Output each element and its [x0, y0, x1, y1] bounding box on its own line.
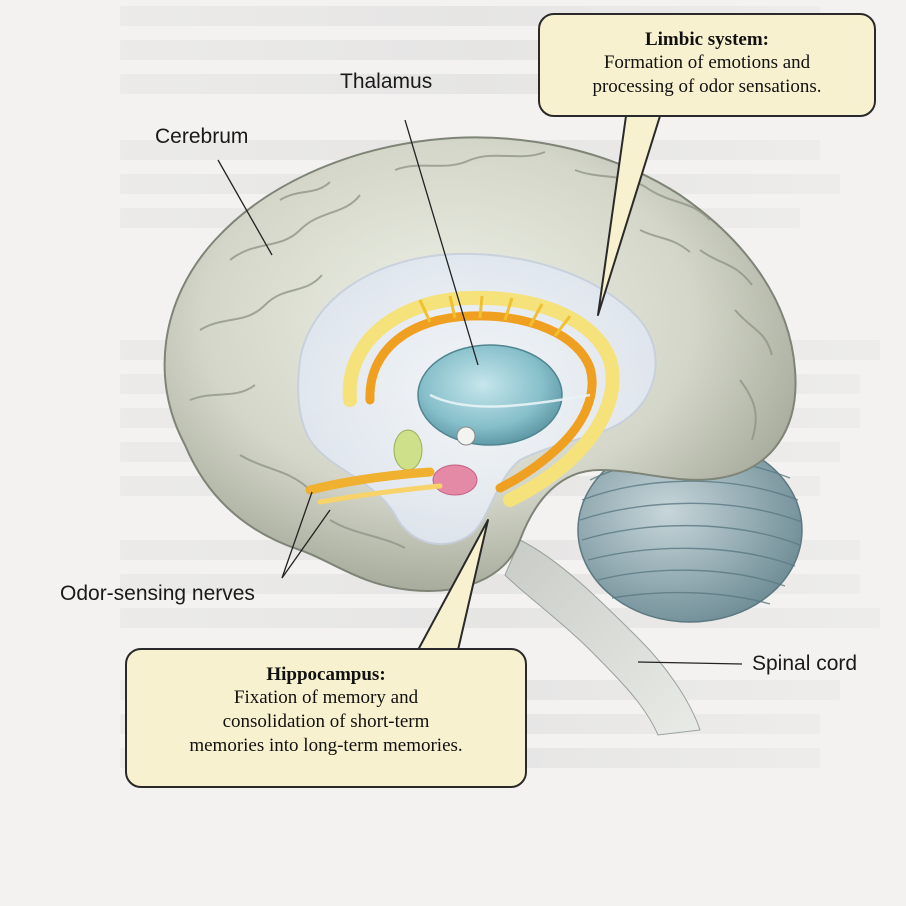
hippocampus-line-1: Fixation of memory and — [233, 687, 419, 708]
odor-sensing-nerves-label: Odor-sensing nerves — [60, 582, 255, 605]
amygdala-shape — [393, 429, 423, 471]
cerebrum-label: Cerebrum — [155, 125, 249, 148]
limbic-arc-outer — [342, 290, 620, 507]
hippocampus-line-3: memories into long-term memories. — [189, 735, 463, 756]
hippocampus-callout: Hippocampus: Fixation of memory and cons… — [125, 648, 527, 788]
cerebellum-folds — [579, 458, 803, 605]
limbic-line-2: processing of odor sensations. — [592, 76, 822, 97]
hippocampus-shape — [432, 464, 478, 496]
cerebrum-gyri — [189, 151, 773, 549]
hippocampus-title: Hippocampus: — [266, 664, 386, 685]
limbic-line-1: Formation of emotions and — [603, 52, 811, 73]
spinal-cord-label: Spinal cord — [752, 652, 858, 675]
limbic-arc-orange — [365, 311, 597, 493]
thalamus-shape — [417, 344, 563, 446]
pointer-lines — [217, 119, 743, 665]
limbic-system-title: Limbic system: — [644, 29, 769, 50]
limbic-fibers — [418, 295, 572, 337]
thalamus-label: Thalamus — [340, 70, 433, 93]
olfactory-tract — [305, 467, 435, 495]
limbic-system-callout: Limbic system: Formation of emotions and… — [538, 13, 876, 117]
hippocampus-line-2: consolidation of short-term — [222, 711, 430, 732]
spinal-cord-shape — [504, 539, 701, 736]
